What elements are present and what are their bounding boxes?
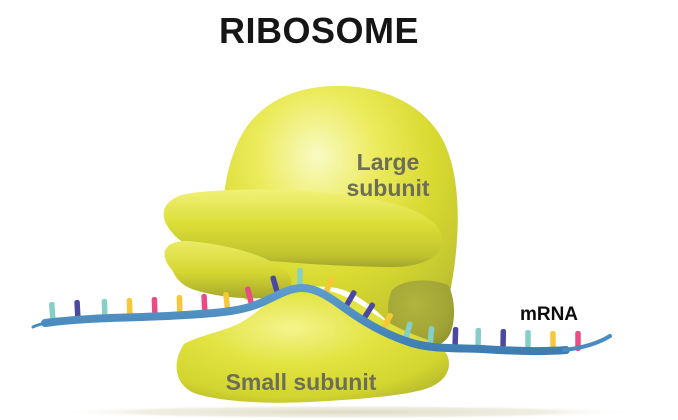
nucleotide-tick bbox=[201, 293, 208, 315]
page-title: RIBOSOME bbox=[219, 10, 419, 51]
nucleotide-tick bbox=[176, 294, 183, 316]
nucleotide-tick bbox=[126, 297, 133, 319]
nucleotide-tick bbox=[151, 296, 158, 318]
large-subunit-lower-lobe bbox=[164, 240, 292, 299]
nucleotide-tick bbox=[475, 327, 482, 349]
nucleotide-tick bbox=[361, 302, 376, 321]
nucleotide-tick bbox=[270, 275, 281, 296]
large-subunit-label-line1: Large bbox=[357, 149, 420, 175]
nucleotide-tick bbox=[101, 298, 108, 320]
nucleotide-tick bbox=[380, 312, 394, 332]
small-subunit-label: Small subunit bbox=[226, 369, 377, 395]
nucleotide-tick bbox=[550, 331, 556, 351]
large-subunit-label: Large subunit bbox=[346, 149, 429, 201]
nucleotide-tick bbox=[452, 326, 459, 348]
mrna-strand-left-tip bbox=[31, 320, 50, 329]
mrna-strand-right-tail bbox=[562, 334, 612, 352]
nucleotide-tick bbox=[49, 302, 56, 323]
nucleotide-tick bbox=[500, 328, 507, 350]
nucleotide-tick bbox=[323, 276, 335, 296]
small-subunit-shape bbox=[176, 287, 449, 403]
large-subunit-upper-lobe bbox=[163, 189, 443, 268]
mrna-nucleotides bbox=[49, 268, 581, 351]
large-subunit-shape bbox=[163, 85, 458, 348]
nucleotide-tick bbox=[223, 292, 231, 313]
nucleotide-tick bbox=[343, 290, 357, 309]
ground-shadow bbox=[50, 405, 640, 419]
mrna-strand-group bbox=[31, 268, 612, 356]
mrna-label: mRNA bbox=[520, 304, 578, 325]
nucleotide-tick bbox=[297, 268, 303, 288]
nucleotide-tick bbox=[525, 330, 531, 350]
nucleotide-tick bbox=[402, 321, 413, 342]
nucleotide-tick bbox=[74, 299, 81, 321]
nucleotide-tick bbox=[244, 286, 255, 307]
large-subunit-label-line2: subunit bbox=[346, 175, 429, 201]
mrna-strand bbox=[41, 283, 570, 356]
nucleotide-tick bbox=[427, 326, 435, 347]
